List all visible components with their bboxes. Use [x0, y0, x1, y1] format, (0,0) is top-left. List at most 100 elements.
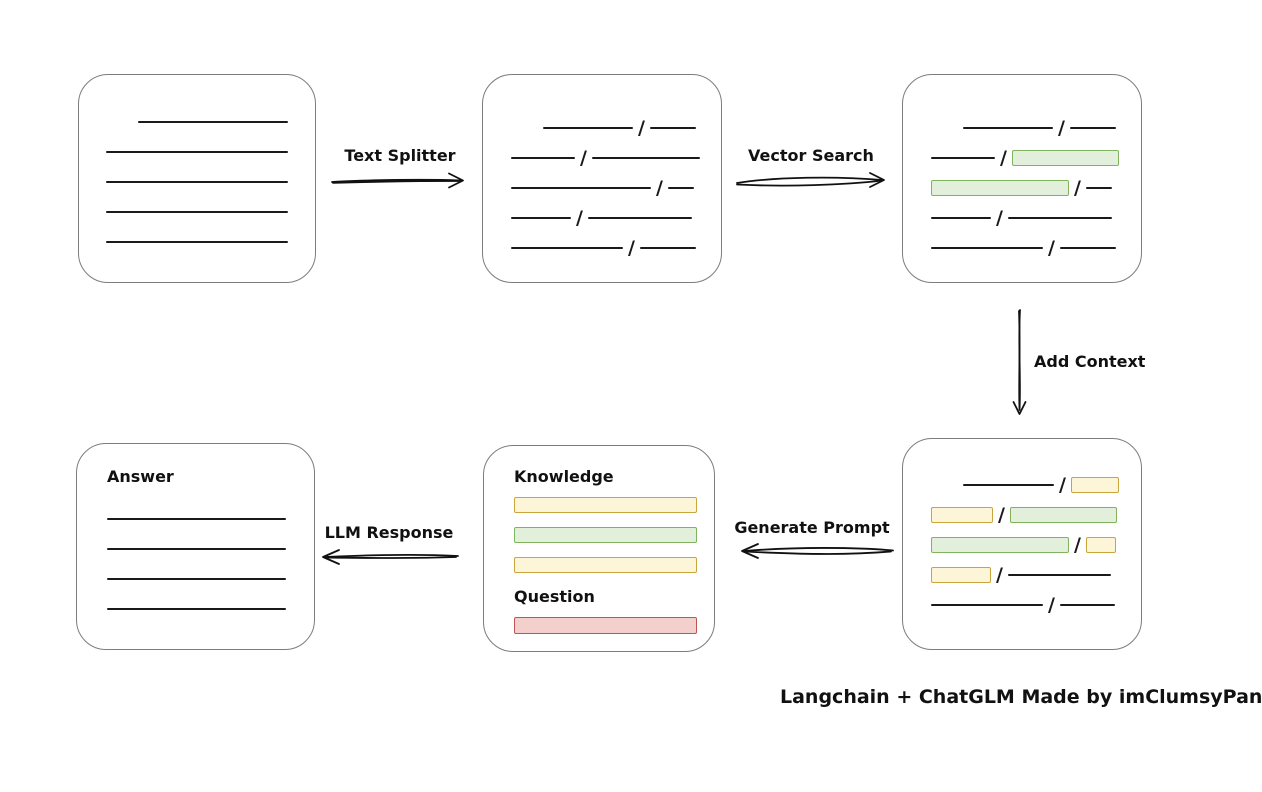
text-line	[1007, 574, 1111, 576]
matched-chunks-box: / / / / /	[902, 74, 1142, 283]
text-line	[1059, 604, 1115, 606]
prompt-box: Knowledge Question	[483, 445, 715, 652]
green-highlight-chunk	[931, 537, 1069, 553]
slash-separator: /	[1059, 473, 1066, 496]
vector-search-label: Vector Search	[748, 146, 874, 165]
chunk-row: /	[931, 470, 1141, 500]
text-line	[667, 187, 694, 189]
text-line	[106, 151, 288, 153]
text-splitter-arrow	[330, 169, 470, 193]
text-line	[106, 241, 288, 243]
text-line	[138, 121, 288, 123]
chunk-row	[107, 564, 314, 594]
text-line	[107, 608, 286, 610]
chunk-row	[106, 197, 315, 227]
yellow-highlight-chunk	[514, 497, 697, 513]
text-line	[587, 217, 692, 219]
slash-separator: /	[656, 176, 663, 199]
chunk-row: /	[511, 143, 721, 173]
question-bar	[514, 610, 714, 640]
slash-separator: /	[996, 206, 1003, 229]
generate-prompt-label: Generate Prompt	[734, 518, 890, 537]
chunk-row: /	[511, 173, 721, 203]
text-line	[931, 247, 1043, 249]
text-line	[931, 157, 995, 159]
chunk-row: /	[931, 530, 1141, 560]
slash-separator: /	[1000, 146, 1007, 169]
yellow-highlight-chunk	[514, 557, 697, 573]
text-line	[1085, 187, 1112, 189]
knowledge-bars	[514, 490, 714, 580]
yellow-highlight-chunk	[1085, 537, 1116, 553]
text-line	[1069, 127, 1116, 129]
slash-separator: /	[580, 146, 587, 169]
chunk-row	[514, 520, 714, 550]
chunk-row	[107, 534, 314, 564]
chunk-row	[107, 504, 314, 534]
slash-separator: /	[996, 563, 1003, 586]
text-line	[1059, 247, 1116, 249]
split-chunks-box: / / / / /	[482, 74, 722, 283]
chunk-row	[106, 107, 315, 137]
answer-box: Answer	[76, 443, 315, 650]
chunk-row: /	[511, 113, 721, 143]
slash-separator: /	[638, 116, 645, 139]
green-highlight-chunk	[931, 180, 1069, 196]
text-line	[543, 127, 633, 129]
answer-lines	[107, 504, 314, 624]
slash-separator: /	[1074, 533, 1081, 556]
add-context-label: Add Context	[1034, 352, 1146, 371]
text-line	[106, 181, 288, 183]
context-chunks-box: / / / / /	[902, 438, 1142, 650]
answer-title: Answer	[107, 467, 174, 486]
vector-search-arrow	[735, 168, 890, 194]
slash-separator: /	[1048, 236, 1055, 259]
text-line	[107, 548, 286, 550]
text-line	[106, 211, 288, 213]
chunk-row: /	[931, 233, 1141, 263]
chunk-row	[514, 610, 714, 640]
chunk-row	[107, 594, 314, 624]
text-line	[591, 157, 700, 159]
slash-separator: /	[576, 206, 583, 229]
text-line	[931, 604, 1043, 606]
chunk-row	[514, 490, 714, 520]
green-highlight-chunk	[1011, 150, 1119, 166]
slash-separator: /	[628, 236, 635, 259]
chunk-row: /	[931, 113, 1141, 143]
slash-separator: /	[998, 503, 1005, 526]
chunk-row	[106, 137, 315, 167]
text-line	[963, 484, 1054, 486]
text-line	[639, 247, 696, 249]
text-line	[511, 217, 571, 219]
text-splitter-label: Text Splitter	[344, 146, 456, 165]
generate-prompt-arrow	[735, 539, 895, 563]
text-line	[931, 217, 991, 219]
source-document-box	[78, 74, 316, 283]
text-line	[1007, 217, 1112, 219]
knowledge-title: Knowledge	[514, 467, 614, 486]
chunk-row	[514, 550, 714, 580]
text-line	[107, 518, 286, 520]
yellow-highlight-chunk	[1070, 477, 1119, 493]
slash-separator: /	[1048, 593, 1055, 616]
yellow-highlight-chunk	[931, 567, 991, 583]
chunk-row: /	[931, 203, 1141, 233]
green-highlight-chunk	[1009, 507, 1117, 523]
yellow-highlight-chunk	[931, 507, 993, 523]
text-line	[511, 157, 575, 159]
text-line	[649, 127, 696, 129]
green-highlight-chunk	[514, 527, 697, 543]
question-title: Question	[514, 587, 595, 606]
caption: Langchain + ChatGLM Made by imClumsyPand…	[780, 686, 1262, 708]
text-line	[107, 578, 286, 580]
chunk-row: /	[511, 203, 721, 233]
chunk-row: /	[931, 590, 1141, 620]
slash-separator: /	[1058, 116, 1065, 139]
red-highlight-chunk	[514, 616, 697, 634]
text-line	[511, 187, 651, 189]
slash-separator: /	[1074, 176, 1081, 199]
chunk-row	[106, 227, 315, 257]
llm-response-arrow	[318, 545, 460, 569]
